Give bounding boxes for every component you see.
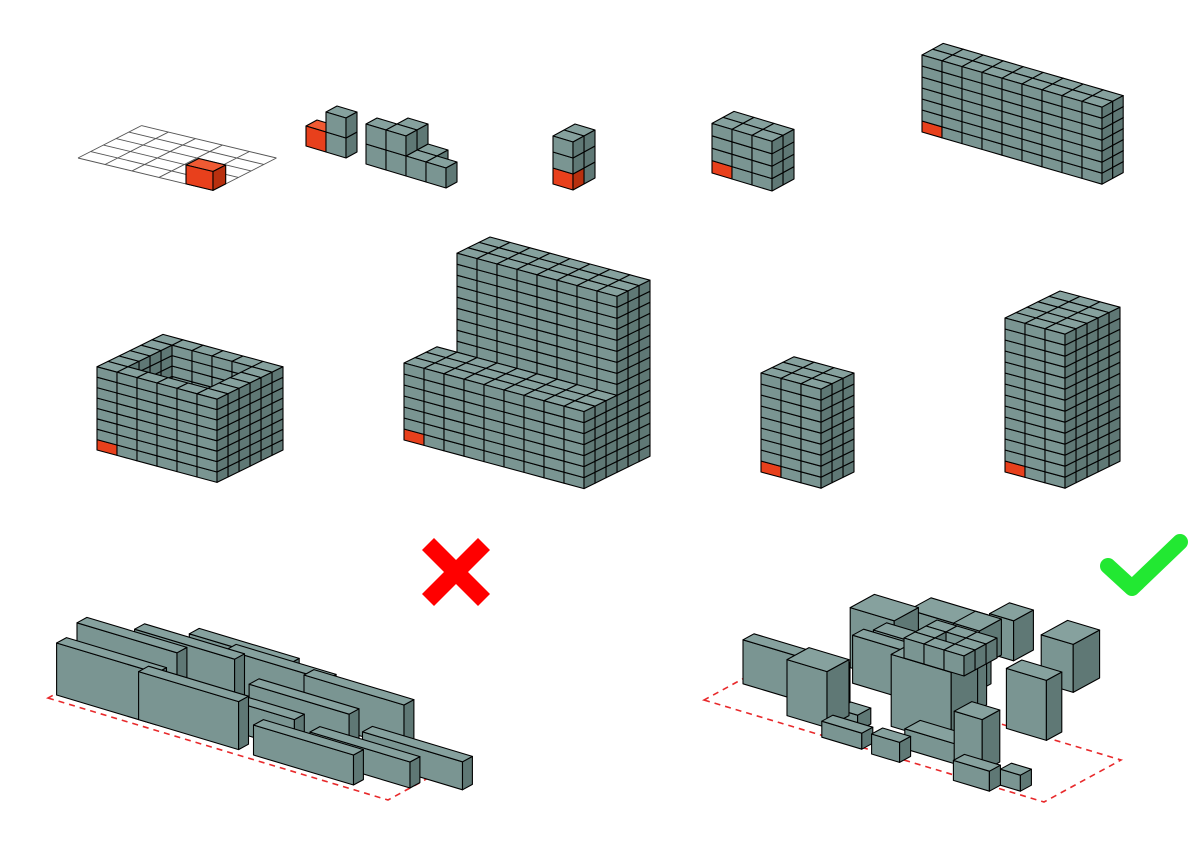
unit-cluster xyxy=(365,117,458,189)
highlight-unit-cube-side xyxy=(212,164,227,191)
unit-pair-and-cluster xyxy=(305,105,458,189)
bar-building-top xyxy=(252,719,364,756)
cluster-building-top xyxy=(952,610,1002,632)
grid-line xyxy=(131,138,196,172)
tall-tower xyxy=(1004,290,1121,489)
grid-line xyxy=(104,131,169,165)
bar-building-side xyxy=(352,749,364,786)
l-block-cube-side xyxy=(616,290,629,308)
bar-building-top xyxy=(138,665,250,703)
long-slab xyxy=(921,42,1124,185)
compact-tower xyxy=(760,356,855,489)
long-slab-cube-side xyxy=(1101,100,1114,119)
cluster-building xyxy=(871,727,912,763)
tall-tower-cube-side xyxy=(1064,328,1077,346)
courtyard xyxy=(96,333,284,483)
l-block-cube-side xyxy=(583,405,596,424)
cluster-building-top xyxy=(1005,659,1063,681)
stack-cube-side xyxy=(572,135,585,159)
grid-line xyxy=(77,125,142,159)
cluster-building-top xyxy=(952,753,1001,772)
cluster-building-side xyxy=(1045,671,1063,741)
unit-pair-cube-side xyxy=(345,111,358,139)
l-block xyxy=(403,236,651,490)
base-grid xyxy=(77,125,277,191)
bar-building xyxy=(138,665,250,751)
unit-pair xyxy=(305,105,358,159)
cluster-building-front xyxy=(1005,667,1047,741)
bar-building-top xyxy=(76,616,188,654)
bar-building xyxy=(252,719,364,786)
long-slab xyxy=(921,42,1124,185)
cluster-building-top xyxy=(871,727,912,743)
bar-building-top xyxy=(248,678,360,715)
bar-building-top xyxy=(309,726,421,763)
check-icon xyxy=(1100,534,1188,596)
cross-icon xyxy=(421,537,491,607)
courtyard-cube-side xyxy=(216,393,229,411)
compact-tower xyxy=(760,356,855,489)
cluster-building xyxy=(1005,659,1063,741)
bar-building-side xyxy=(238,695,250,751)
small-block xyxy=(711,110,795,192)
building-forms-row xyxy=(96,236,1121,490)
cluster-building-top xyxy=(849,593,919,622)
small-block xyxy=(711,110,795,192)
grid-line xyxy=(141,125,277,159)
small-courtyard-cube-side xyxy=(963,649,976,677)
bar-building-top xyxy=(303,669,415,706)
grid-line xyxy=(128,131,264,165)
cluster-building xyxy=(999,762,1032,792)
cluster-building-top xyxy=(786,647,850,673)
stack xyxy=(552,123,596,191)
repetitive-bar-layout xyxy=(45,537,491,801)
bar-building-top xyxy=(225,643,337,681)
unit-growth-row xyxy=(77,42,1124,192)
cluster-building xyxy=(952,753,1001,792)
cluster-building-top xyxy=(999,762,1032,776)
small-courtyard xyxy=(903,619,998,677)
cluster-building-top xyxy=(1040,619,1101,645)
compact-tower-cube-side xyxy=(820,383,833,401)
unit-cluster-cube-side xyxy=(445,161,458,189)
grid-line xyxy=(158,144,223,178)
bar-building-top xyxy=(134,623,246,660)
highlight-unit xyxy=(185,157,227,191)
cluster-building xyxy=(786,647,850,729)
l-shaped-block xyxy=(403,236,651,490)
check-stroke xyxy=(1100,534,1188,596)
bar-building-top xyxy=(56,637,168,674)
cluster-building-top xyxy=(821,714,874,734)
cross-stroke xyxy=(421,537,491,607)
vertical-stack xyxy=(552,123,596,191)
bar-building-top xyxy=(361,725,473,763)
tall-slab-tower xyxy=(1004,290,1121,489)
courtyard-block xyxy=(96,333,284,483)
base-grid-with-unit xyxy=(77,125,277,191)
site-layout-row xyxy=(45,534,1188,803)
cluster-building-top xyxy=(953,701,1001,721)
cluster-building-top xyxy=(989,602,1034,622)
unit-cluster-cube-side xyxy=(405,129,418,157)
small-block-cube-side xyxy=(771,134,784,155)
cluster-building xyxy=(821,714,874,750)
varied-cluster-layout xyxy=(701,534,1188,803)
grid-line xyxy=(115,138,252,172)
